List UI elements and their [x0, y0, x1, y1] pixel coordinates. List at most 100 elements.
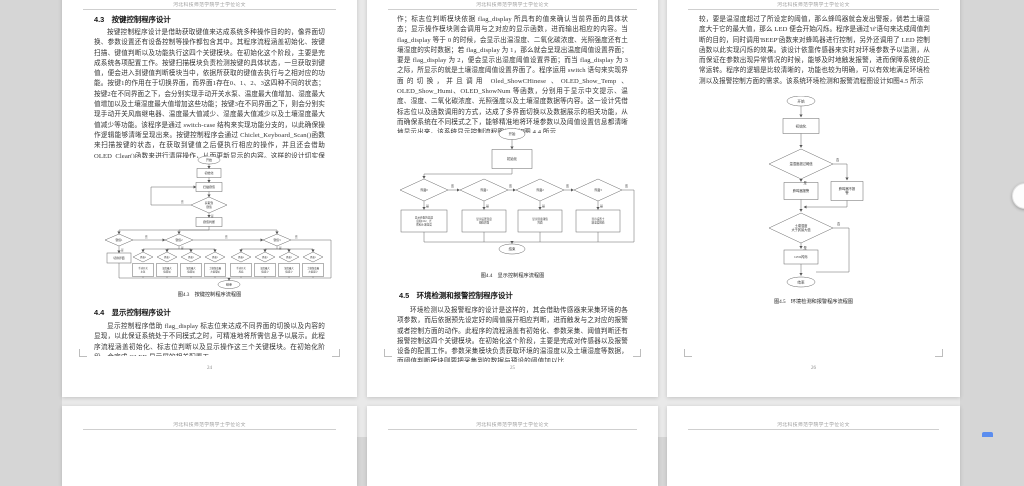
margin-mark-left: [384, 349, 392, 357]
svg-text:温湿度超过阈值: 温湿度超过阈值: [789, 161, 813, 166]
svg-text:土壤湿度最大值减少: 土壤湿度最大值减少: [307, 266, 320, 273]
margin-mark-left: [684, 349, 692, 357]
section-heading-4-5[interactable]: 4.5 环境检测和报警控制程序设计: [399, 291, 513, 300]
svg-text:初始化: 初始化: [507, 156, 518, 161]
svg-text:初始化: 初始化: [796, 123, 807, 128]
svg-text:是: 是: [486, 203, 489, 208]
svg-text:界面3: 界面3: [310, 255, 317, 259]
header-rule: [83, 429, 336, 430]
page-26: 河北科技师范学院学士学位论文 较，要是温湿度超过了所设定的阈值，那么蜂鸣器就会发…: [667, 0, 960, 397]
svg-text:界面2: 界面2: [536, 188, 544, 192]
svg-text:是: 是: [804, 180, 808, 185]
svg-text:否: 否: [566, 184, 569, 188]
page-header-text: 河北科技师范学院学士学位论文: [476, 423, 549, 428]
floating-scroll-button[interactable]: [1012, 183, 1024, 209]
page-header-text: 河北科技师范学院学士学位论文: [173, 3, 246, 8]
section-heading-4-4[interactable]: 4.4 显示控制程序设计: [94, 308, 171, 317]
margin-mark-left: [79, 349, 87, 357]
page-27-partial: 河北科技师范学院学士学位论文: [62, 406, 357, 486]
svg-text:蜂鸣器报警: 蜂鸣器报警: [793, 188, 810, 193]
svg-text:温度最大值增加: 温度最大值增加: [162, 266, 172, 273]
floating-widget-fragment[interactable]: [982, 432, 993, 437]
svg-text:否: 否: [181, 200, 184, 204]
page-28-partial: 河北科技师范学院学士学位论文: [367, 406, 658, 486]
svg-text:手动开关风扇: 手动开关风扇: [236, 266, 246, 273]
figure-caption-4-5[interactable]: 图4.5 环境检测和报警程序流程图: [773, 299, 854, 305]
svg-text:结束: 结束: [797, 279, 805, 284]
page-number: 24: [207, 366, 212, 371]
svg-text:是: 是: [542, 203, 545, 208]
svg-text:开始: 开始: [206, 157, 212, 162]
svg-text:否: 否: [145, 235, 148, 239]
svg-text:初始化: 初始化: [204, 170, 213, 175]
margin-mark-right: [633, 349, 641, 357]
document-viewer-app: { "continuation_header": "河北科技师范学院学士学位论文…: [62, 0, 1024, 486]
page-number: 26: [811, 366, 816, 371]
header-rule: [83, 9, 336, 10]
margin-mark-right: [332, 349, 340, 357]
page-header-text: 河北科技师范学院学士学位论文: [476, 3, 549, 8]
body-paragraph[interactable]: 较，要是温湿度超过了所设定的阈值，那么蜂鸣器就会发出警报，倘若土壤湿度大于它的最…: [699, 16, 930, 85]
svg-text:界面1: 界面1: [480, 188, 488, 192]
svg-text:显示获取的温湿度和CO2、光照和土壤湿度: 显示获取的温湿度和CO2、光照和土壤湿度: [415, 216, 434, 227]
svg-text:是: 是: [181, 246, 184, 250]
svg-text:获取到键值: 获取到键值: [205, 201, 214, 209]
svg-text:界面3: 界面3: [594, 188, 602, 192]
svg-text:否: 否: [225, 235, 228, 239]
svg-text:LED闪烁: LED闪烁: [794, 254, 808, 259]
svg-text:土壤湿度最大值增加: 土壤湿度最大值增加: [209, 266, 222, 273]
svg-text:土壤湿度大于其最大值: 土壤湿度大于其最大值: [791, 223, 811, 232]
svg-text:蜂鸣器不报警: 蜂鸣器不报警: [839, 186, 856, 195]
body-paragraph[interactable]: 环境检测以及报警程序的设计是这样的，其会借助传感器来采集环境的各项参数，而后依据…: [397, 307, 628, 362]
page-header-text: 河北科技师范学院学士学位论文: [173, 423, 246, 428]
svg-text:否: 否: [837, 222, 841, 226]
svg-text:显示设置土壤湿度阈值: 显示设置土壤湿度阈值: [592, 217, 605, 224]
body-paragraph[interactable]: 按键控制程序设计是借助获取键值来达成系统多种操作目的的，像界面切换、参数设置还有…: [94, 29, 325, 158]
figure-caption-4-4[interactable]: 图4.4 显示控制程序流程图: [480, 273, 545, 279]
svg-text:显示湿度阈值界面: 显示湿度阈值界面: [532, 217, 548, 224]
flowchart-figure-4-5[interactable]: 开始初始化温湿度超过阈值蜂鸣器报警 蜂鸣器不报警土壤湿度大于其最大值 LED闪烁结束…: [731, 96, 881, 292]
svg-text:是: 是: [804, 245, 808, 250]
svg-text:结束: 结束: [226, 282, 232, 287]
svg-text:键值1: 键值1: [116, 238, 124, 242]
svg-text:开始: 开始: [797, 98, 805, 103]
page-25: 河北科技师范学院学士学位论文 作；标志位判断模块依据 flag_display …: [367, 0, 658, 397]
svg-text:是: 是: [279, 246, 282, 250]
section-heading-4-3[interactable]: 4.3 按键控制程序设计: [94, 15, 171, 24]
svg-text:界面0: 界面0: [238, 255, 245, 259]
page-number: 25: [510, 366, 515, 371]
header-rule: [688, 429, 939, 430]
svg-text:界面2: 界面2: [188, 255, 195, 259]
header-rule: [388, 429, 637, 430]
svg-text:界面1: 界面1: [164, 255, 171, 259]
svg-text:界面0: 界面0: [420, 188, 428, 192]
svg-text:是: 是: [426, 203, 429, 208]
svg-text:界面2: 界面2: [286, 255, 293, 259]
svg-text:是: 是: [121, 248, 124, 252]
body-paragraph[interactable]: 显示控制程序借助 flag_display 标志位来达成不同界面的切换以及内容的…: [94, 323, 325, 356]
header-rule: [688, 9, 939, 10]
header-rule: [388, 9, 637, 10]
svg-text:键值判断: 键值判断: [203, 219, 215, 224]
svg-text:显示设置温度阈值界面: 显示设置温度阈值界面: [476, 217, 492, 224]
svg-text:界面1: 界面1: [262, 255, 269, 259]
svg-text:温度最大值减少: 温度最大值减少: [260, 266, 270, 273]
svg-text:是: 是: [211, 214, 214, 218]
document-canvas: 河北科技师范学院学士学位论文 4.3 按键控制程序设计 按键控制程序设计是借助获…: [62, 0, 960, 486]
svg-text:否: 否: [836, 158, 840, 162]
page-header-text: 河北科技师范学院学士学位论文: [777, 3, 850, 8]
margin-mark-right: [935, 349, 943, 357]
figure-caption-4-3[interactable]: 图4.3 按键控制程序流程图: [177, 292, 242, 298]
svg-text:界面3: 界面3: [212, 255, 219, 259]
svg-text:湿度最大值增加: 湿度最大值增加: [186, 266, 196, 273]
svg-text:手动开关水泵: 手动开关水泵: [138, 266, 148, 273]
svg-text:否: 否: [625, 184, 628, 188]
body-paragraph[interactable]: 作；标志位判断模块依据 flag_display 所具有的值来确认当前界面的具体…: [397, 16, 628, 133]
svg-text:界面0: 界面0: [140, 255, 147, 259]
svg-text:切换界面: 切换界面: [113, 256, 124, 260]
page-header-text: 河北科技师范学院学士学位论文: [777, 423, 850, 428]
svg-text:键值3: 键值3: [274, 238, 282, 242]
page-29-partial: 河北科技师范学院学士学位论文: [667, 406, 960, 486]
